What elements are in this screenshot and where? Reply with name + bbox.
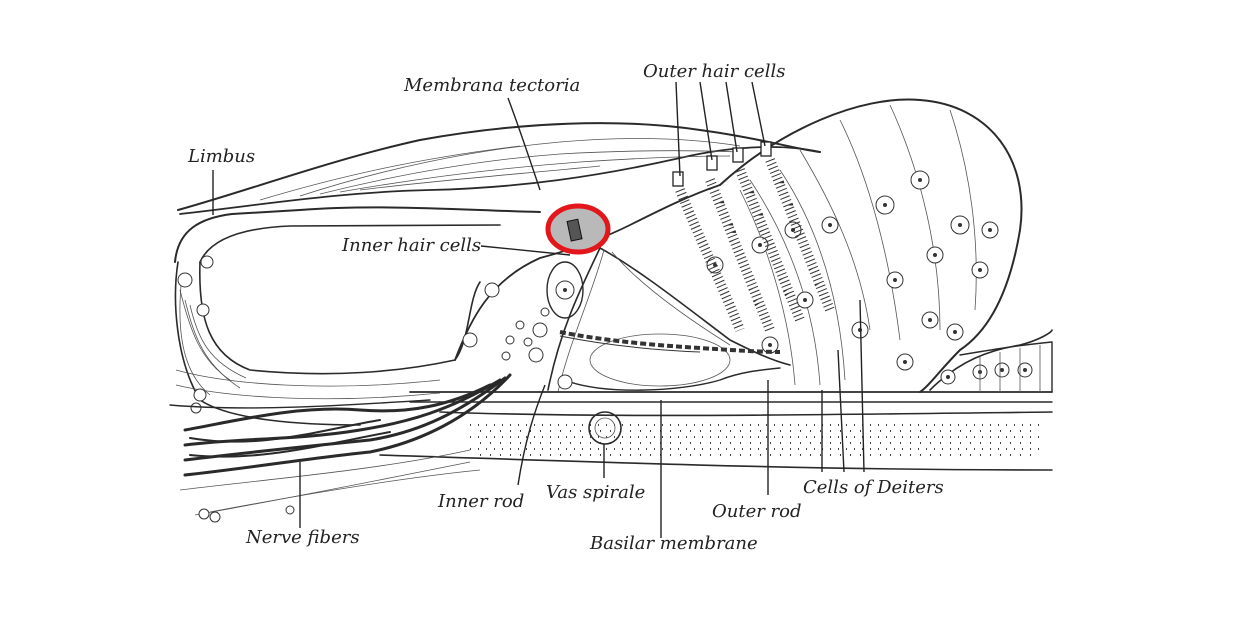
label-inner-rod: Inner rod [437, 491, 524, 512]
label-outer-hair-cells: Outer hair cells [643, 61, 785, 82]
highlight-ring [545, 203, 611, 255]
outer-epithelium [959, 341, 1053, 393]
leader-lines [212, 81, 865, 538]
inner-hair-cell-stereocilia [566, 218, 583, 242]
tunnel-and-rods [454, 184, 791, 393]
label-limbus: Limbus [187, 146, 255, 167]
tunnel-fiber [559, 330, 781, 354]
membrana-tectoria [177, 122, 821, 215]
label-outer-rod: Outer rod [712, 501, 802, 522]
nerve-fibers [169, 373, 512, 523]
label-membrana-tectoria: Membrana tectoria [403, 75, 580, 96]
outer-hair-cell-tops [672, 141, 772, 187]
label-basilar-membrane: Basilar membrane [589, 533, 758, 554]
label-nerve-fibers: Nerve fibers [245, 527, 360, 548]
label-vas-spirale: Vas spirale [546, 482, 645, 503]
label-cells-of-deiters: Cells of Deiters [803, 477, 944, 498]
inner-region-cells [177, 255, 584, 414]
outer-cell-mass [675, 98, 1053, 393]
basilar-membrane [379, 391, 1053, 471]
limbus-structure [174, 206, 541, 426]
inner-hair-cell-highlight [545, 203, 611, 255]
label-inner-hair-cells: Inner hair cells [341, 235, 481, 256]
